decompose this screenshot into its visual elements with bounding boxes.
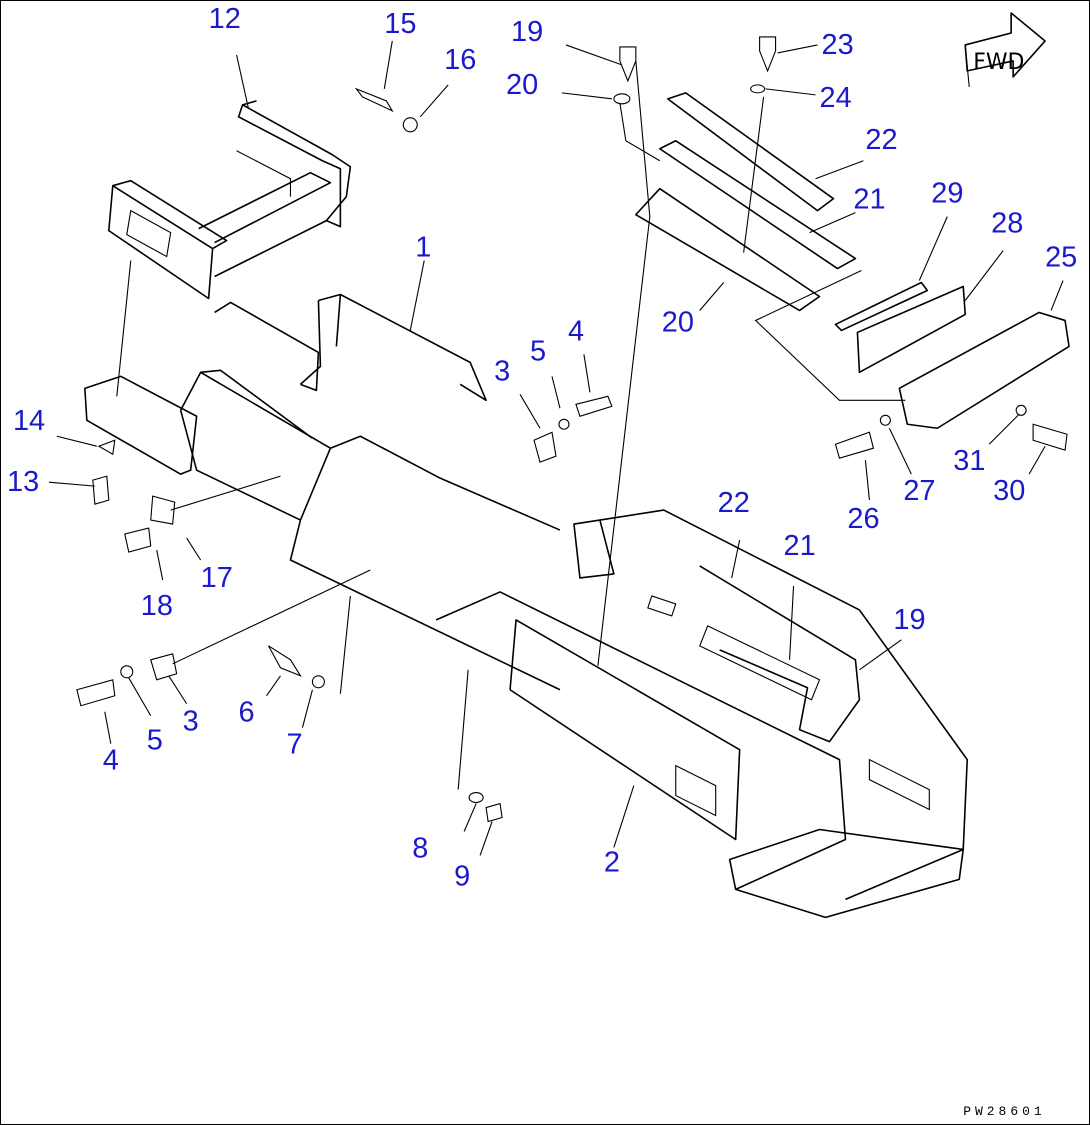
callout-8: 8 [412, 832, 428, 864]
callout-6: 6 [239, 697, 255, 729]
callout-20: 20 [506, 69, 538, 101]
part-17-side-channel [699, 565, 861, 743]
callout-11: 13 [7, 466, 39, 498]
callout-10: 12 [209, 3, 241, 35]
callout-25: 25 [1045, 242, 1077, 274]
callout-9: 9 [454, 860, 470, 892]
callout-17: 19 [893, 604, 925, 636]
callout-19: 19 [511, 16, 543, 48]
callout-7: 7 [286, 729, 302, 761]
part-25-28-29-brackets [834, 281, 1070, 430]
forward-arrow-icon: FWD [964, 12, 1046, 87]
callout-30: 30 [993, 475, 1025, 507]
callout-28: 28 [991, 208, 1023, 240]
callout-15: 17 [201, 562, 233, 594]
callout-4-lower: 4 [103, 745, 119, 777]
callout-21-upper: 21 [853, 184, 885, 216]
callout-14: 16 [444, 44, 476, 76]
callout-1: 1 [415, 232, 431, 264]
callout-3-lower: 3 [183, 706, 199, 738]
callout-5-lower: 5 [147, 725, 163, 757]
callout-13: 15 [384, 8, 416, 40]
part-2-lower-frame [435, 509, 969, 919]
callout-12: 14 [13, 405, 45, 437]
callout-24: 24 [819, 82, 851, 114]
callout-3-upper: 3 [494, 355, 510, 387]
drawing-code: PW28601 [963, 1104, 1045, 1119]
callout-31: 31 [953, 445, 985, 477]
callout-22-upper: 22 [865, 124, 897, 156]
callout-21-lower: 21 [784, 530, 816, 562]
part-18-21-22-plates [635, 92, 857, 312]
leader-lines [48, 40, 1064, 856]
callout-labels: 12 15 16 19 20 23 24 22 21 29 28 25 1 20… [7, 3, 1077, 892]
forward-label: FWD [973, 50, 1024, 75]
callout-5-upper: 5 [530, 335, 546, 367]
callout-16: 18 [141, 590, 173, 622]
callout-2: 2 [604, 846, 620, 878]
part-10-rear-bracket [108, 100, 352, 300]
part-1-main-frame [84, 293, 561, 691]
hardware-parts [76, 36, 1068, 823]
callout-27: 27 [903, 475, 935, 507]
callout-22-lower: 22 [718, 487, 750, 519]
callout-18: 20 [662, 306, 694, 338]
callout-23: 23 [821, 29, 853, 61]
callout-4-upper: 4 [568, 315, 584, 347]
callout-29: 29 [931, 178, 963, 210]
callout-26: 26 [847, 503, 879, 535]
